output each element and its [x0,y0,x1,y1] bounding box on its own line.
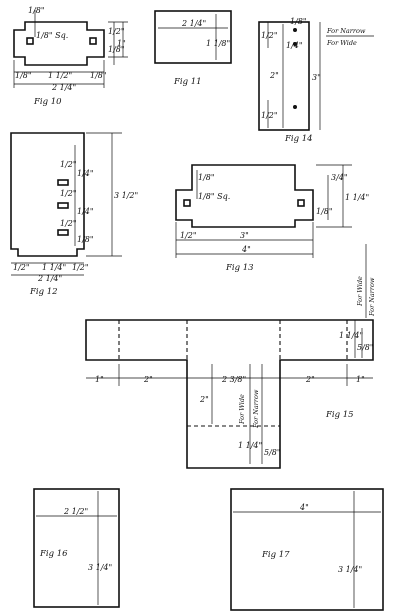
fig12-caption: Fig 12 [29,287,58,297]
fig10-dim: 1 1/2" [48,71,72,80]
fig10-dim: 2 1/4" [51,83,76,92]
fig13-caption: Fig 13 [225,263,254,273]
fig15-dim: 2" [143,375,153,384]
fig10-outline [13,21,105,66]
fig15-dim: 5/8" [264,448,281,457]
fig15-dim: 5/8" [357,343,374,352]
fig-15: For Wide For Narrow 1" 2" 2 3/8" 2" 1" 2… [85,244,376,469]
fig14-note-narrow: For Narrow [326,27,366,35]
fig13-dim: 1 1/4" [345,193,369,202]
fig12-dim: 1/2" [60,160,77,169]
fig14-dim: 1/4" [286,41,303,50]
fig13-dim: 1/8" Sq. [198,192,230,201]
fig14-dim: 2" [269,71,279,80]
fig10-dim: 1/8" [108,45,125,54]
fig13-dim: 3/4" [331,173,348,182]
fig12-slot [57,229,69,236]
fig15-dim: 1 1/4" [238,441,262,450]
fig12-dim: 2 1/4" [37,274,62,283]
fig14-note-wide: For Wide [326,39,357,47]
fig11-dim: 2 1/4" [181,19,206,28]
fig-14: 1/2" 1/8" 1/4" 2" 3" 1/2" Fig 14 For Nar… [258,17,374,144]
fig15-dim: 1" [356,375,365,384]
fig12-dim: 1/8" [77,235,94,244]
fig10-dim: 1/8" [15,71,32,80]
fig13-dim: 1/8" [198,173,215,182]
fig12-dim: 1/2" [13,263,30,272]
fig13-outline [175,164,314,228]
fig13-dim: 1/8" [316,207,333,216]
fig-17: 4" 3 1/4" Fig 17 [230,488,384,611]
fig-11: 2 1/4" 1 1/8" Fig 11 [154,10,232,87]
fig10-dim: 1/8" [28,6,45,15]
fig15-dim: 2" [305,375,315,384]
fig-13: 1/8" 1/8" Sq. 1/2" 3" 4" 3/4" 1 1/4" 1/8… [175,164,369,273]
fig-12: 1/2" 1/4" 1/2" 1/4" 1/2" 1/8" 3 1/2" 1/2… [10,132,138,297]
fig12-dim: 3 1/2" [114,191,138,200]
fig15-caption: Fig 15 [325,410,354,420]
fig14-dim: 1/2" [261,31,278,40]
fig12-dim: 1/2" [60,189,77,198]
fig12-slot [57,202,69,209]
fig13-dim: 1/2" [180,231,197,240]
fig15-note-wide: For Wide [238,394,246,425]
fig15-dim: 1" [95,375,104,384]
fig14-hole [293,105,297,109]
fig17-dim: 3 1/4" [338,565,362,574]
fig12-dim: 1/4" [77,207,94,216]
fig17-dim: 4" [299,503,309,512]
fig10-dim: 1/8" Sq. [36,31,68,40]
fig10-dim: 1/2" [108,27,125,36]
fig14-dim: 1/2" [261,111,278,120]
fig11-caption: Fig 11 [173,77,202,87]
fig14-outline [258,21,310,131]
fig14-hole [293,28,297,32]
fig13-dim: 4" [241,245,251,254]
fig15-dim: 2" [199,395,209,404]
fig17-outline [230,488,384,611]
fig13-square-hole [183,199,191,207]
fig12-dim: 1/2" [72,263,89,272]
fig10-square-hole [26,37,34,45]
fig12-outline [10,132,85,257]
fig16-caption: Fig 16 [39,549,68,559]
fig17-caption: Fig 17 [261,550,290,560]
fig15-note-narrow: For Narrow [252,389,260,429]
fig10-caption: Fig 10 [33,97,62,107]
fig15-dim: 1 1/4" [339,331,363,340]
fig15-note-narrow: For Narrow [368,277,376,317]
fig-16: 2 1/2" 3 1/4" Fig 16 [33,488,120,608]
fig16-dim: 3 1/4" [88,563,112,572]
fig12-dim: 1/4" [77,169,94,178]
fig12-slot [57,179,69,186]
fig11-dim: 1 1/8" [206,39,230,48]
fig14-dim: 3" [312,73,321,82]
fig12-dim: 1 1/4" [42,263,66,272]
fig15-dim: 2 3/8" [221,375,246,384]
fig13-dim: 3" [240,231,249,240]
fig14-caption: Fig 14 [284,134,313,144]
fig-10: 1/8" 1/8" Sq. 1/2" 1" 1/8" 1/8" 1 1/2" 1… [13,6,128,107]
fig15-note-wide: For Wide [356,276,364,307]
fig16-dim: 2 1/2" [63,507,88,516]
fig16-outline [33,488,120,608]
fig10-dim: 1" [117,39,126,48]
fig14-hole [293,42,297,46]
fig13-square-hole [297,199,305,207]
fig14-dim: 1/8" [290,17,307,26]
fig10-dim: 1/8" [90,71,107,80]
fig11-outline [154,10,232,64]
fig10-square-hole [89,37,97,45]
fig15-outline [85,319,374,469]
fig12-dim: 1/2" [60,219,77,228]
